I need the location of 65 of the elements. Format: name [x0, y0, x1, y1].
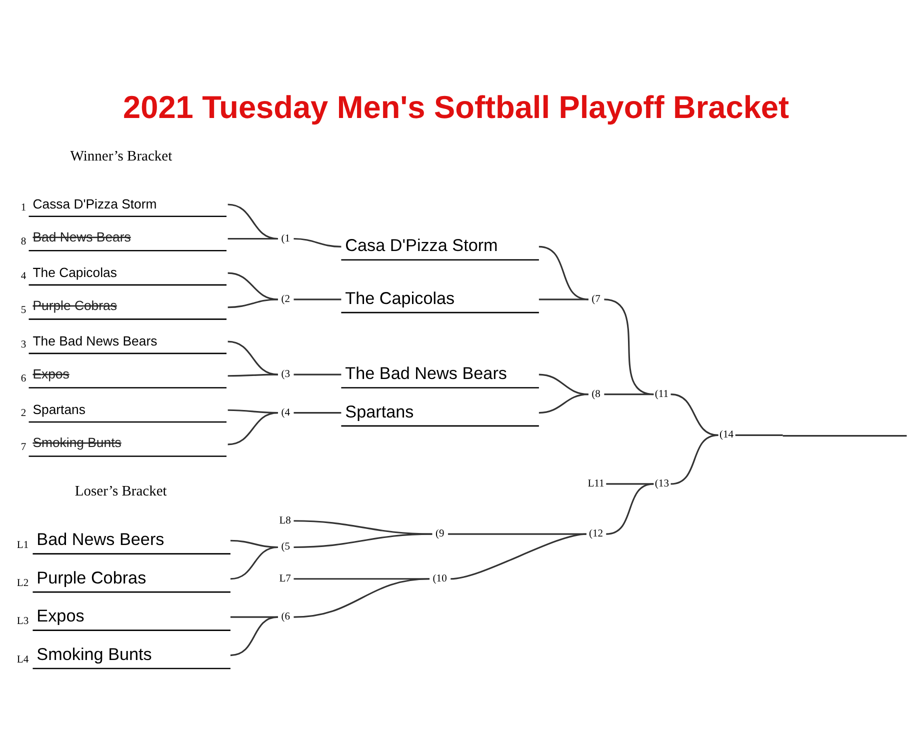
label: Loser’s Bracket [74, 483, 166, 500]
node-text: L8 [278, 514, 290, 526]
connector [227, 203, 278, 240]
connector [734, 434, 782, 436]
connector [227, 272, 278, 300]
connector [604, 393, 654, 395]
connector [227, 237, 278, 240]
node-text: (2 [280, 293, 290, 304]
connector [230, 616, 278, 656]
node-text: (14 [719, 429, 734, 440]
connector [293, 578, 430, 580]
node-line [782, 434, 906, 436]
node-text: (4 [280, 406, 290, 418]
node-text: L11 [587, 478, 604, 489]
node-text: 5 Purple Cobras [20, 297, 116, 316]
node-text: L4 Smoking Bunts [16, 643, 152, 665]
node-text: 1 Cassa D'Pizza Storm [20, 196, 156, 213]
node-text: 7 Smoking Bunts [20, 434, 121, 453]
node-text: L7 [278, 572, 290, 584]
connector [293, 298, 341, 300]
connector [293, 532, 432, 548]
label: Winner’s Bracket [70, 148, 172, 164]
node-text: (6 [280, 611, 290, 622]
diagram-title: 2021 Tuesday Men's Softball Playoff Bracket [122, 88, 789, 124]
connector [293, 237, 341, 247]
node-text: (13 [654, 478, 668, 489]
connector [604, 298, 654, 395]
node-text: The Capicolas [344, 287, 454, 308]
node-text: (8 [591, 388, 600, 400]
node-text: 6 Expos [20, 366, 69, 384]
connector [670, 393, 718, 436]
node-text: Casa D'Pizza Storm [344, 234, 498, 255]
connector [230, 546, 278, 580]
connector [606, 482, 654, 534]
connector [293, 411, 341, 414]
node-text: 3 The Bad News Bears [20, 333, 157, 350]
node-text: (3 [280, 368, 290, 380]
node-text: L1 Bad News Beers [16, 528, 164, 550]
node-text: 4 The Capicolas [20, 264, 116, 282]
node-text: (1 [280, 232, 290, 244]
node-text: 2 Spartans [20, 402, 85, 418]
node-text: 8 Bad News Bears [20, 228, 130, 248]
connector [538, 393, 588, 414]
connector [293, 373, 341, 375]
node-text: (9 [434, 528, 444, 540]
connector [227, 340, 278, 375]
connector [670, 434, 718, 484]
connector [450, 532, 586, 580]
connector [606, 482, 654, 484]
node-text: Spartans [344, 400, 414, 421]
connector [227, 298, 278, 308]
node-text: (5 [280, 541, 290, 552]
node-text: L2 Purple Cobras [16, 566, 146, 588]
connector [227, 411, 278, 445]
connector [293, 520, 432, 534]
connector [538, 298, 588, 300]
node-text: The Bad News Bears [344, 362, 506, 383]
node-text: (11 [654, 388, 668, 400]
connector [293, 578, 430, 618]
node-text: (7 [591, 293, 600, 304]
connector [227, 373, 278, 376]
node-text: (10 [432, 572, 446, 584]
connector [538, 245, 588, 300]
node-text: L3 Expos [16, 605, 84, 627]
node-text: (12 [588, 528, 603, 540]
